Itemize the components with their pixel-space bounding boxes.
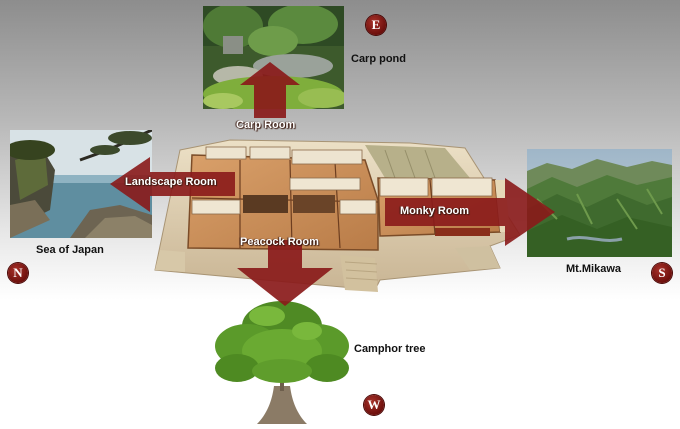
peacock-room-label: Peacock Room: [240, 236, 319, 248]
compass-south-badge: S: [652, 263, 672, 283]
entrance-steps: [155, 250, 185, 272]
arrow-to-carp-pond: [240, 62, 300, 118]
mt-mikawa-photo: [527, 149, 672, 257]
sea-of-japan-label: Sea of Japan: [36, 244, 104, 256]
compass-west-badge: W: [364, 395, 384, 415]
arrow-to-sea: [110, 157, 235, 212]
landscape-room-label: Landscape Room: [125, 176, 217, 188]
carp-room-label: Carp Room: [236, 119, 296, 131]
monky-room-label: Monky Room: [400, 205, 470, 217]
compass-north-badge: N: [8, 263, 28, 283]
mt-mikawa-label: Mt.Mikawa: [566, 263, 622, 275]
tatami-area: [365, 145, 470, 178]
camphor-tree-label: Camphor tree: [354, 343, 426, 355]
arrow-to-camphor-tree: [237, 240, 333, 306]
camphor-tree-image: [212, 296, 352, 426]
arrow-to-mountain: [385, 178, 555, 246]
carp-pond-label: Carp pond: [351, 53, 406, 65]
compass-east-badge: E: [366, 15, 386, 35]
